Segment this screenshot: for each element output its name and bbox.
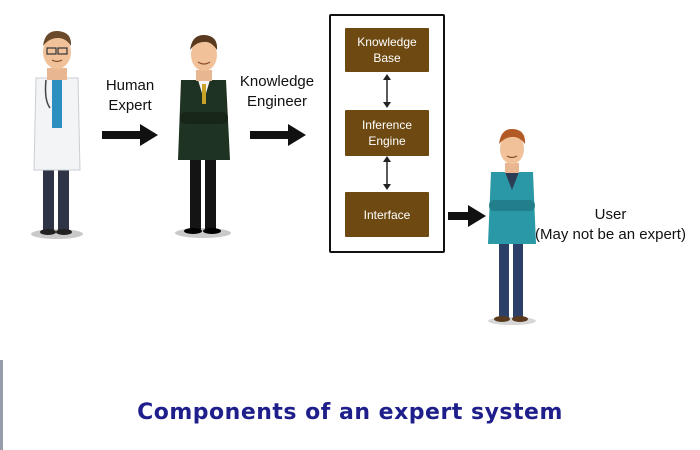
knowledge-base-box: Knowledge Base <box>345 28 429 72</box>
inference-engine-label: Inference Engine <box>361 118 413 148</box>
diagram-caption: Components of an expert system <box>137 400 563 425</box>
user-line-1: User <box>594 206 627 223</box>
expert-system-box <box>329 14 445 253</box>
user-figure <box>488 128 536 325</box>
knowledge-engineer-line-2: Engineer <box>246 93 308 110</box>
arrow-interface-to-user <box>448 205 486 227</box>
knowledge-engineer-line-1: Knowledge <box>239 73 315 90</box>
doctor-figure <box>31 30 83 239</box>
knowledge-engineer-label: Knowledge Engineer <box>232 72 322 112</box>
human-expert-line-1: Human <box>105 77 155 94</box>
connector-ie-interface <box>383 156 391 190</box>
arrow-expert-to-engineer <box>102 124 158 146</box>
knowledge-base-label: Knowledge Base <box>357 35 417 65</box>
human-expert-line-2: Expert <box>108 97 152 114</box>
human-expert-label: Human Expert <box>95 76 165 116</box>
interface-box: Interface <box>345 192 429 237</box>
user-label: User (May not be an expert) <box>528 205 693 245</box>
inference-engine-box: Inference Engine <box>345 110 429 156</box>
arrow-engineer-to-system <box>250 124 306 146</box>
user-line-2: (May not be an expert) <box>535 226 686 243</box>
engineer-figure <box>175 34 231 238</box>
connector-kb-ie <box>383 74 391 108</box>
interface-label: Interface <box>363 207 411 222</box>
left-edge-marker <box>0 360 3 450</box>
